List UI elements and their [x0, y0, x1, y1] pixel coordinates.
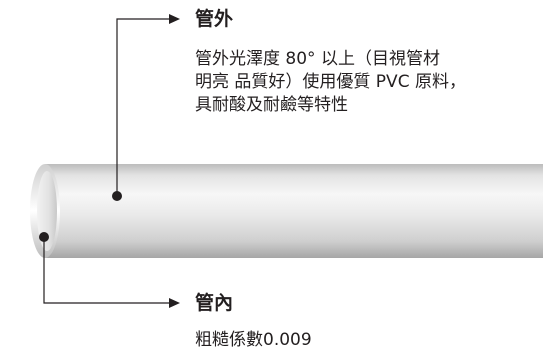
inner-leader-line: [43, 237, 169, 304]
inner-callout: [39, 232, 180, 308]
pvc-pipe: [30, 164, 543, 258]
outer-callout: [112, 14, 180, 201]
outer-arrowhead: [169, 14, 180, 24]
inner-anchor-dot: [39, 232, 49, 242]
inner-title: 管內: [195, 292, 234, 314]
outer-anchor-dot: [112, 191, 122, 201]
inner-description-line: 粗糙係數0.009: [195, 330, 312, 350]
pipe-body: [45, 164, 543, 258]
outer-description-line: 管外光澤度 80° 以上（目視管材: [195, 49, 440, 69]
inner-arrowhead: [169, 298, 180, 308]
outer-description-line: 具耐酸及耐鹼等特性: [195, 95, 348, 115]
outer-title: 管外: [195, 8, 234, 30]
pipe-end-opening: [37, 171, 57, 251]
inner-description: 粗糙係數0.009: [195, 329, 535, 352]
outer-leader-line: [116, 18, 169, 196]
outer-description: 管外光澤度 80° 以上（目視管材 明亮 品質好）使用優質 PVC 原料， 具耐…: [195, 48, 543, 117]
outer-description-line: 明亮 品質好）使用優質 PVC 原料，: [195, 72, 466, 92]
